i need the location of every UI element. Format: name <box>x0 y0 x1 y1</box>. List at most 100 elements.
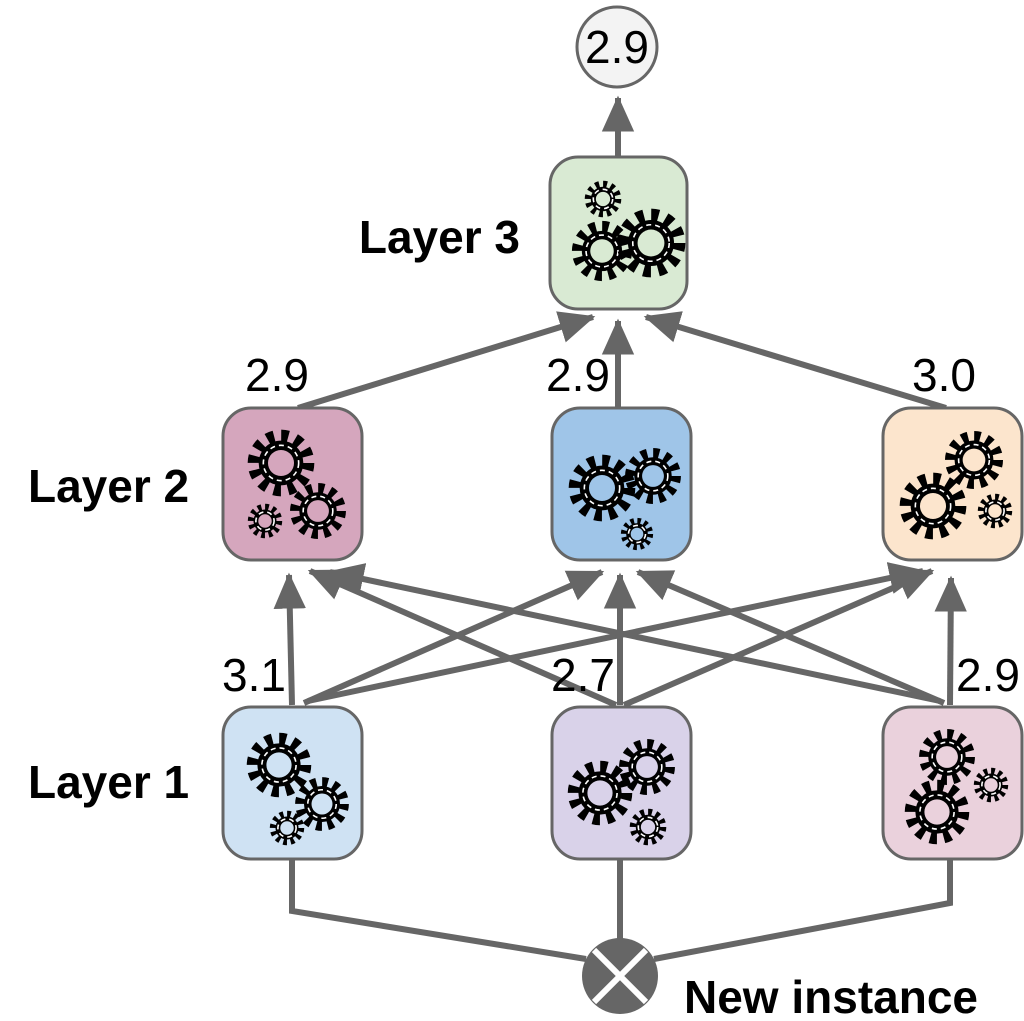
edge-l1a-l2b <box>302 569 605 706</box>
gear-icon <box>957 443 991 477</box>
gear-icon <box>255 511 275 531</box>
nodes <box>221 5 1024 1014</box>
gear-icon <box>904 779 970 845</box>
gear-icon <box>295 777 349 831</box>
gear-icon <box>616 208 686 278</box>
gear-icon <box>267 449 295 477</box>
layer3-label: Layer 3 <box>359 211 520 263</box>
gear-icon <box>936 746 958 768</box>
layer2-node-1 <box>221 406 364 562</box>
gear-icon <box>962 448 986 472</box>
edge-l1c-l2c <box>934 575 967 706</box>
gear-icon <box>262 444 300 482</box>
layer2-label: Layer 2 <box>28 460 189 512</box>
edge-l1c-l2a <box>327 563 941 704</box>
gear-icon <box>625 448 681 504</box>
gear-icon <box>919 794 955 830</box>
gear-icon <box>973 767 1009 803</box>
gear-icon <box>590 239 614 263</box>
edge-l2a-l3 <box>297 311 596 411</box>
gear-icon <box>290 483 346 539</box>
gear-icon <box>627 524 647 544</box>
edge-l1b-l2c <box>622 568 935 708</box>
gear-icon <box>588 474 616 502</box>
gears-icon <box>571 180 686 282</box>
gear-icon <box>306 788 338 820</box>
edge-input-to-l1-right <box>653 858 953 962</box>
l2-value-3: 3.0 <box>912 349 976 401</box>
gear-icon <box>247 503 283 539</box>
output-value: 2.9 <box>585 21 649 73</box>
gears-icon <box>246 732 349 846</box>
gear-icon <box>311 793 333 815</box>
gear-icon <box>258 514 272 528</box>
gear-icon <box>629 808 667 846</box>
l2-value-2: 2.9 <box>546 349 610 401</box>
edges <box>273 95 967 962</box>
edge-input-to-l1-left <box>289 858 587 962</box>
output-circle <box>575 5 659 89</box>
new-instance-node <box>582 938 658 1014</box>
layer1-node-2 <box>550 705 693 861</box>
x-icon <box>591 947 649 1005</box>
gear-icon <box>592 188 614 210</box>
gear-icon <box>642 465 664 487</box>
gear-icon <box>919 492 947 520</box>
layer1-node-3 <box>881 705 1024 861</box>
new-instance-label: New instance <box>684 971 978 1021</box>
gear-icon <box>899 472 967 540</box>
gear-icon <box>582 775 618 811</box>
layer3-node-1 <box>548 155 689 311</box>
gear-icon <box>924 799 950 825</box>
gear-icon <box>266 752 292 778</box>
layer1-node-1 <box>221 705 364 861</box>
gear-icon <box>637 229 665 257</box>
edge-l1c-l2b <box>635 569 946 706</box>
gear-icon <box>246 732 312 798</box>
gear-icon <box>630 527 644 541</box>
gear-icon <box>280 821 294 835</box>
edge-l1a-l2c <box>307 562 926 704</box>
gear-icon <box>584 180 622 218</box>
gears-icon <box>899 430 1013 540</box>
gear-icon <box>620 517 654 551</box>
prediction-values: 2.9 2.9 2.9 3.0 3.1 2.7 2.9 <box>222 21 1020 701</box>
layer1-label: Layer 1 <box>28 756 189 808</box>
edge-l1a-l2a <box>273 572 306 706</box>
gear-icon <box>585 234 619 268</box>
gear-icon <box>307 500 329 522</box>
gear-icon <box>636 756 658 778</box>
gear-icon <box>931 741 963 773</box>
gear-icon <box>631 223 671 263</box>
gear-icon <box>988 504 1002 518</box>
gear-icon <box>985 501 1005 521</box>
gear-icon <box>919 729 975 785</box>
gear-icon <box>277 818 297 838</box>
gear-icon <box>944 430 1004 490</box>
gears-icon <box>567 739 675 846</box>
gear-icon <box>637 460 669 492</box>
gears-icon <box>904 729 1009 845</box>
layer2-node-3 <box>881 406 1024 562</box>
l1-value-2: 2.7 <box>551 649 615 701</box>
edge-l2c-l3 <box>643 311 947 411</box>
layer-labels: Layer 3 Layer 2 Layer 1 New instance <box>28 211 978 1021</box>
gear-icon <box>984 778 998 792</box>
gear-icon <box>977 493 1013 529</box>
gear-icon <box>981 775 1001 795</box>
l1-value-1: 3.1 <box>222 649 286 701</box>
gear-icon <box>595 191 611 207</box>
l2-value-1: 2.9 <box>245 349 309 401</box>
gear-icon <box>640 819 656 835</box>
gear-icon <box>567 760 633 826</box>
gear-icon <box>914 487 952 525</box>
gears-icon <box>568 448 681 551</box>
gear-icon <box>637 816 659 838</box>
gear-icon <box>269 810 305 846</box>
gear-icon <box>631 751 663 783</box>
gear-icon <box>619 739 675 795</box>
gear-icon <box>302 495 334 527</box>
layer2-node-2 <box>550 406 693 562</box>
gear-icon <box>247 429 315 497</box>
